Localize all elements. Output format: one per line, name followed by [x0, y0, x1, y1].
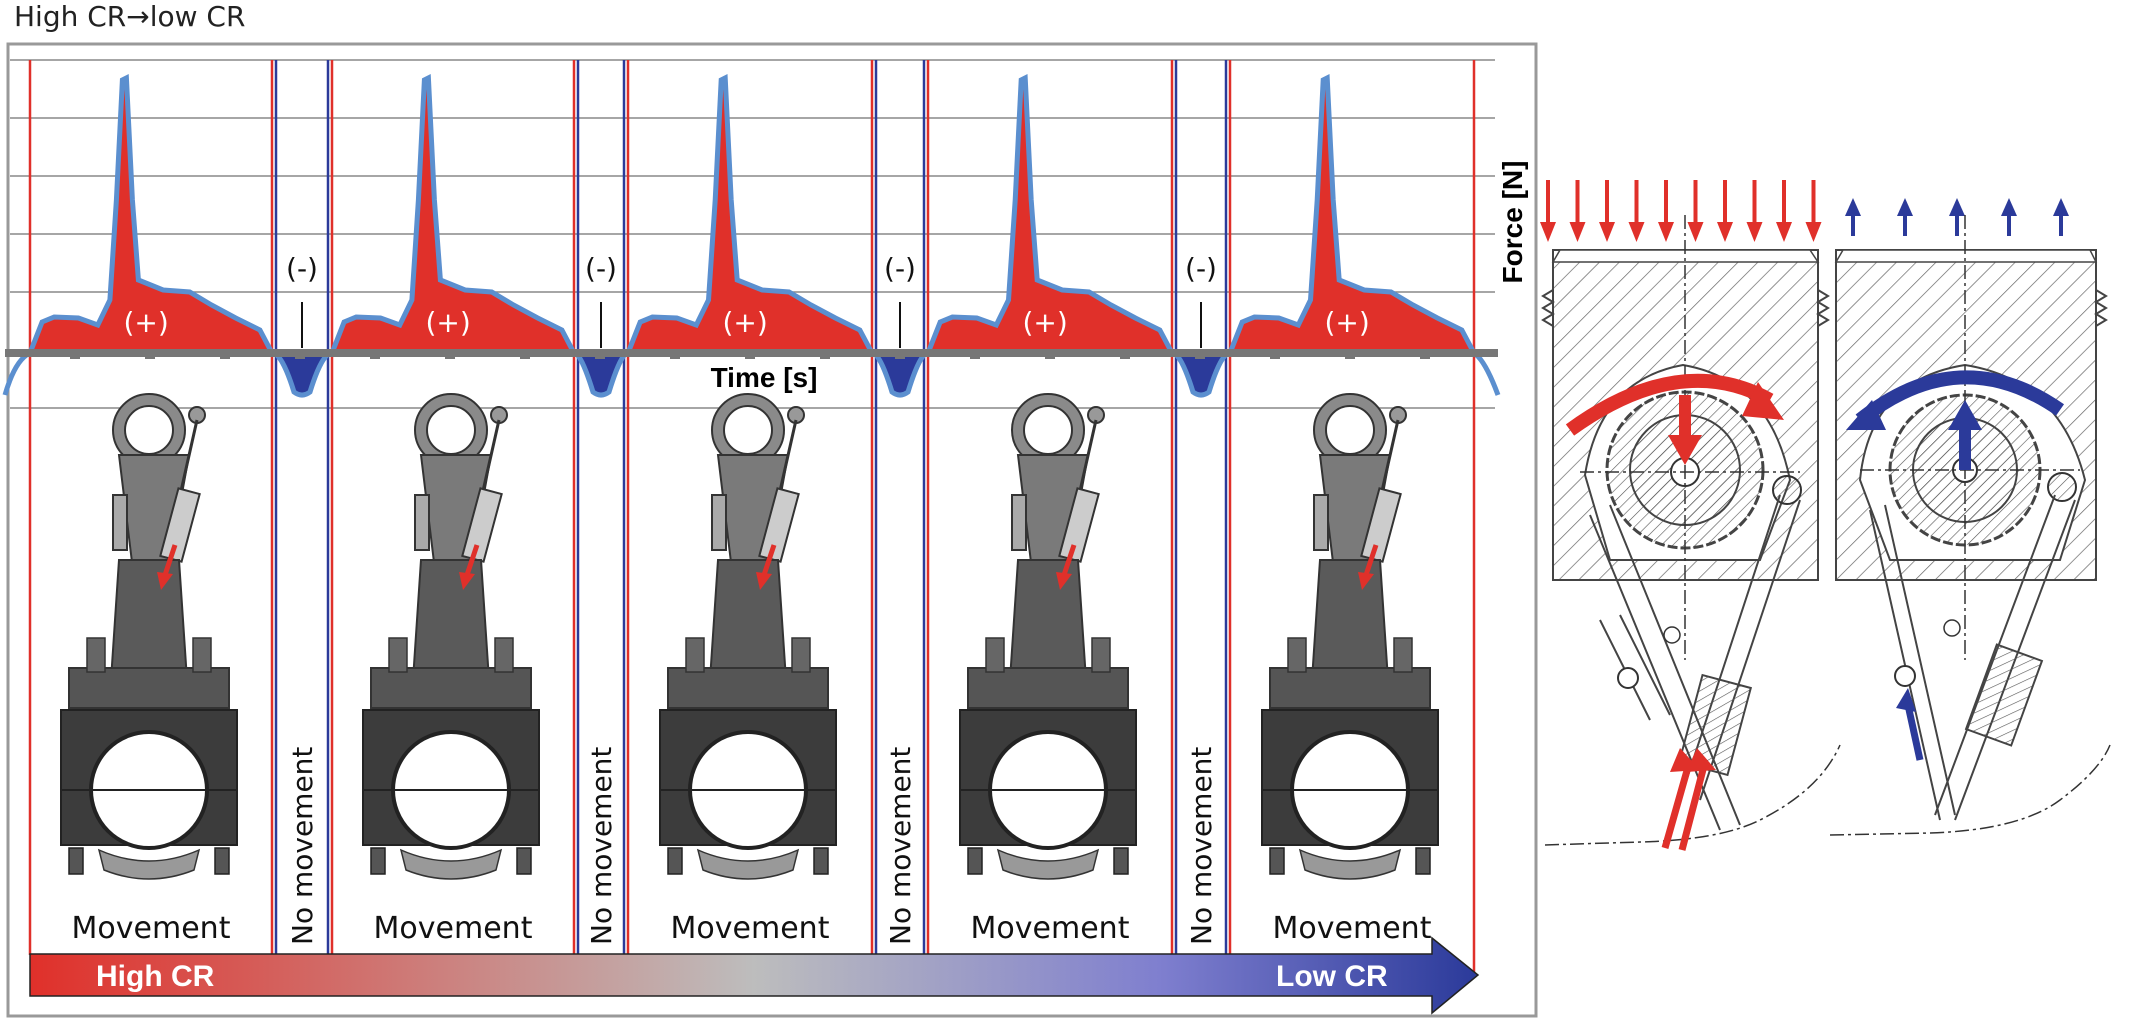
force-arrow-down-icon: [1540, 222, 1556, 242]
figure-frame: [6, 42, 1538, 1018]
axis-tick: [970, 353, 980, 359]
force-arrow-down-icon: [1717, 222, 1733, 242]
time-axis-label: Time [s]: [711, 362, 818, 393]
force-arrow-down-icon: [1668, 435, 1702, 465]
rotation-arrow-red: [1565, 373, 1774, 436]
axis-tick: [220, 353, 230, 359]
axis-tick: [595, 353, 605, 359]
phase-separators: [28, 60, 1476, 975]
axis-tick: [745, 353, 755, 359]
force-arrow-down-icon: [1776, 222, 1792, 242]
axis-tick: [445, 353, 455, 359]
negative-sign-label: (-): [884, 252, 916, 285]
no-movement-label: No movement: [585, 747, 618, 945]
piston-section-icon: [1829, 215, 2111, 836]
positive-sign-label: (+): [1022, 306, 1067, 339]
piston-section-icon: [1541, 215, 1841, 846]
axis-tick: [1120, 353, 1130, 359]
force-arrow-up-icon: [1845, 198, 1861, 216]
connecting-rod-icon: [1261, 393, 1439, 880]
time-axis-ticks: [70, 353, 1430, 359]
axis-tick: [1270, 353, 1280, 359]
positive-sign-label: (+): [1324, 306, 1369, 339]
axis-tick: [370, 353, 380, 359]
axis-tick: [670, 353, 680, 359]
movement-label: Movement: [374, 911, 533, 946]
positive-sign-label: (+): [426, 306, 471, 339]
force-arrow-up-icon: [2053, 198, 2069, 216]
negative-force-dip: [1172, 353, 1230, 395]
force-arrow-up-icon: [1897, 198, 1913, 216]
negative-sign-label: (-): [286, 252, 318, 285]
force-arrow-down-icon: [1628, 222, 1645, 242]
force-arrow-down-icon: [1805, 222, 1822, 242]
movement-label: Movement: [671, 911, 830, 946]
force-arrow-down-icon: [1599, 222, 1615, 242]
high-cr-label: High CR: [96, 960, 215, 993]
axis-tick: [1195, 353, 1205, 359]
axis-tick: [70, 353, 80, 359]
positive-sign-label: (+): [124, 306, 169, 339]
connecting-rod-icon: [959, 393, 1137, 880]
axis-tick: [520, 353, 530, 359]
force-axis-label: Force [N]: [1497, 161, 1528, 284]
rotation-arrow-blue: [1855, 370, 2065, 426]
force-arrow-up-icon: [1949, 198, 1965, 216]
axis-tick: [1045, 353, 1055, 359]
figure-title: High CR→low CR: [14, 0, 246, 33]
no-movement-label: No movement: [884, 747, 917, 945]
negative-force-dip: [872, 353, 928, 395]
cr-gradient-arrow: [29, 936, 1480, 1015]
negative-force-dip: [574, 353, 628, 395]
negative-force-dip: [272, 353, 332, 395]
connecting-rod-icon: [659, 393, 837, 880]
axis-tick: [895, 353, 905, 359]
force-arrow-down-icon: [1687, 222, 1704, 242]
movement-label: Movement: [72, 911, 231, 946]
movement-label: Movement: [971, 911, 1130, 946]
force-arrow-down-icon: [1569, 222, 1586, 242]
negative-force-area: [272, 353, 1230, 395]
negative-sign-label: (-): [1185, 252, 1217, 285]
force-arrows-down: [1540, 180, 1822, 242]
force-arrow-up-icon: [1948, 400, 1982, 430]
force-arrows-up: [1845, 198, 2069, 236]
connecting-rod-icon: [362, 393, 540, 880]
connecting-rod-icon: [60, 393, 238, 880]
axis-tick: [295, 353, 305, 359]
axis-tick: [1345, 353, 1355, 359]
negative-sign-label: (-): [585, 252, 617, 285]
no-movement-label: No movement: [286, 747, 319, 945]
low-cr-label: Low CR: [1276, 960, 1388, 993]
positive-sign-label: (+): [722, 306, 767, 339]
axis-tick: [145, 353, 155, 359]
movement-label: Movement: [1273, 911, 1432, 946]
no-movement-label: No movement: [1185, 747, 1218, 945]
axis-tick: [820, 353, 830, 359]
force-curve: [2, 74, 1501, 398]
force-arrow-down-icon: [1658, 222, 1674, 242]
force-arrow-up-icon: [2001, 198, 2017, 216]
force-arrow-down-icon: [1746, 222, 1763, 242]
axis-tick: [1420, 353, 1430, 359]
